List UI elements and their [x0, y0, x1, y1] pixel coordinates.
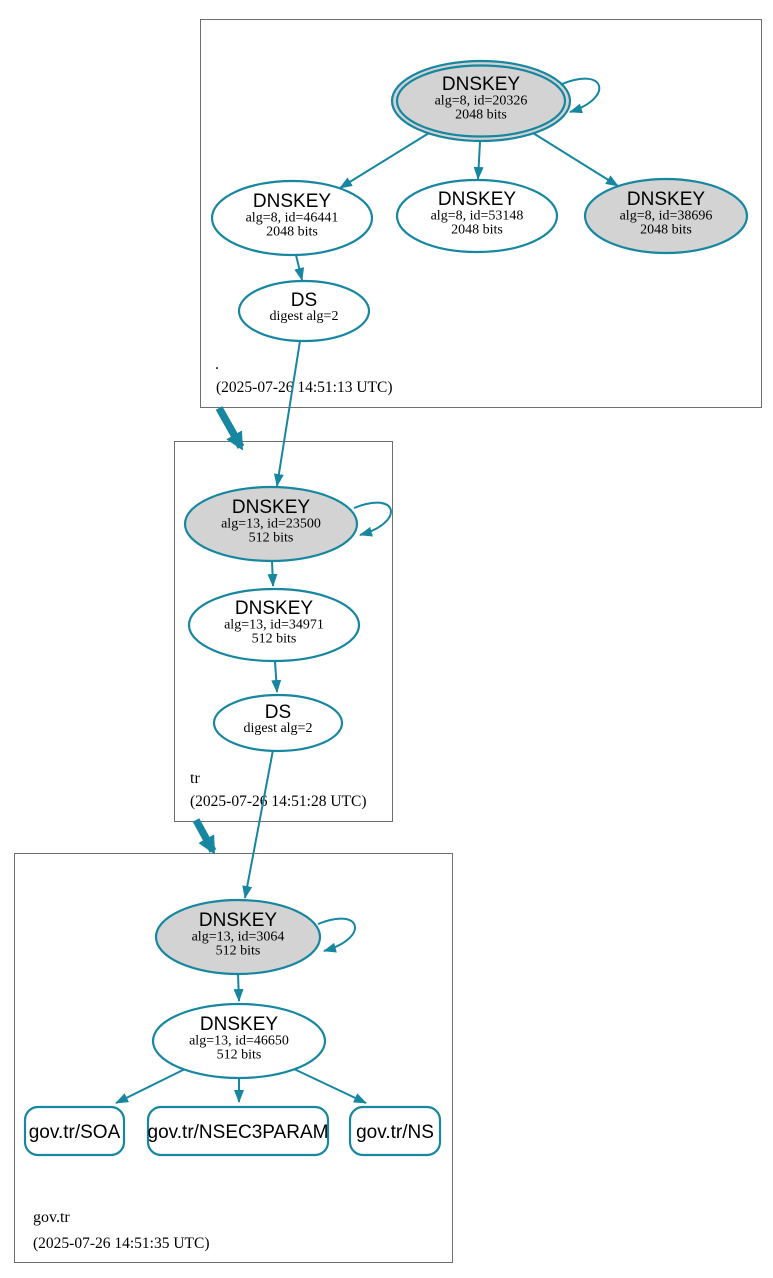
- rrset-ns-label: gov.tr/NS: [356, 1122, 434, 1143]
- rrset-nsec3param-box: [146, 1105, 330, 1157]
- node-root-ds-ellipse: [237, 279, 371, 343]
- rrset-nsec3param-label: gov.tr/NSEC3PARAM: [148, 1122, 329, 1143]
- node-title: DS: [265, 702, 291, 723]
- node-govtr-zsk-46650-ellipse: [151, 1002, 327, 1080]
- zone-box-govtr: gov.tr (2025-07-26 14:51:35 UTC) DNSKEY …: [14, 853, 453, 1263]
- node-bits: 512 bits: [249, 531, 294, 546]
- node-detail: alg=8, id=20326: [435, 94, 528, 109]
- ds-link-root-to-tr-ksk: [273, 340, 301, 487]
- edge-tr-ksk-to-zsk-34971: [267, 560, 278, 587]
- node-govtr-ksk-3064: DNSKEY alg=13, id=3064 512 bits: [154, 898, 322, 976]
- node-detail: digest alg=2: [270, 309, 339, 324]
- node-title: DNSKEY: [442, 74, 520, 95]
- node-title: DNSKEY: [200, 1014, 278, 1035]
- node-govtr-ksk-3064-ellipse: [154, 898, 322, 976]
- node-root-ksk-20326-outer-ellipse: [390, 59, 572, 143]
- node-root-zsk-46441: DNSKEY alg=8, id=46441 2048 bits: [210, 179, 374, 257]
- node-detail: alg=13, id=46650: [189, 1034, 289, 1049]
- edge-root-ksk-to-zsk-53148: [473, 141, 484, 180]
- node-bits: 2048 bits: [640, 223, 692, 238]
- edge-govtr-zsk-to-soa: [115, 1068, 186, 1104]
- self-loop-root-ksk-20326: [561, 77, 601, 114]
- zone-box-root: . (2025-07-26 14:51:13 UTC) DNSKEY alg=8…: [200, 19, 762, 408]
- zone-border-root: [200, 19, 762, 408]
- node-title: DNSKEY: [235, 598, 313, 619]
- node-root-ds: DS digest alg=2: [237, 279, 371, 343]
- zone-border-govtr: [14, 853, 453, 1263]
- zone-box-tr: tr (2025-07-26 14:51:28 UTC) DNSKEY alg=…: [174, 441, 393, 822]
- zone-label-root: .: [215, 356, 219, 373]
- node-detail: alg=8, id=38696: [620, 209, 713, 224]
- node-tr-ksk-23500-ellipse: [183, 485, 359, 563]
- zone-timestamp-root: (2025-07-26 14:51:13 UTC): [216, 379, 393, 396]
- node-bits: 512 bits: [216, 944, 261, 959]
- edge-root-ksk-to-ksk-38696: [532, 132, 619, 187]
- node-root-ksk-20326-inner-ellipse: [395, 64, 567, 138]
- edge-root-ksk-to-zsk-46441: [339, 132, 430, 189]
- node-root-zsk-46441-ellipse: [210, 179, 374, 257]
- node-govtr-zsk-46650: DNSKEY alg=13, id=46650 512 bits: [151, 1002, 327, 1080]
- rrset-soa-box: [23, 1105, 126, 1157]
- node-root-zsk-53148: DNSKEY alg=8, id=53148 2048 bits: [395, 178, 559, 254]
- edge-govtr-ksk-to-zsk-46650: [233, 973, 244, 1002]
- node-bits: 512 bits: [252, 632, 297, 647]
- node-title: DS: [291, 290, 317, 311]
- node-detail: alg=8, id=53148: [431, 209, 524, 224]
- zone-label-tr: tr: [190, 770, 200, 787]
- node-bits: 2048 bits: [451, 223, 503, 238]
- ds-link-tr-to-govtr-ksk: [242, 749, 274, 899]
- node-root-zsk-53148-ellipse: [395, 178, 559, 254]
- node-title: DNSKEY: [438, 189, 516, 210]
- node-govtr-rrset-soa: gov.tr/SOA: [23, 1105, 126, 1157]
- node-bits: 2048 bits: [455, 108, 507, 123]
- node-root-ksk-20326: DNSKEY alg=8, id=20326 2048 bits: [390, 59, 572, 143]
- rrset-soa-label: gov.tr/SOA: [29, 1122, 121, 1143]
- self-loop-govtr-ksk-3064: [317, 917, 356, 953]
- edge-govtr-zsk-to-ns: [293, 1068, 367, 1104]
- node-govtr-rrset-nsec3param: gov.tr/NSEC3PARAM: [146, 1105, 330, 1157]
- edge-root-zsk-46441-to-ds: [294, 254, 305, 281]
- delegation-arrow-root-to-tr: [215, 406, 245, 451]
- cross-zone-edges: [192, 340, 301, 899]
- node-detail: alg=13, id=23500: [221, 517, 321, 532]
- node-govtr-rrset-ns: gov.tr/NS: [348, 1105, 442, 1157]
- self-loop-tr-ksk-23500: [353, 501, 392, 537]
- node-tr-ds: DS digest alg=2: [212, 693, 344, 753]
- node-title: DNSKEY: [199, 910, 277, 931]
- node-detail: digest alg=2: [244, 721, 313, 736]
- node-title: DNSKEY: [253, 191, 331, 212]
- delegation-arrow-tr-to-govtr: [192, 818, 217, 855]
- zone-label-govtr: gov.tr: [33, 1209, 70, 1226]
- node-detail: alg=13, id=3064: [192, 930, 285, 945]
- node-tr-ds-ellipse: [212, 693, 344, 753]
- zone-timestamp-govtr: (2025-07-26 14:51:35 UTC): [33, 1235, 210, 1252]
- edge-tr-zsk-to-ds: [271, 660, 282, 693]
- node-root-ksk-38696-ellipse: [583, 177, 749, 255]
- node-detail: alg=13, id=34971: [224, 618, 324, 633]
- node-bits: 512 bits: [217, 1048, 262, 1063]
- node-title: DNSKEY: [627, 189, 705, 210]
- node-tr-zsk-34971: DNSKEY alg=13, id=34971 512 bits: [187, 587, 361, 663]
- node-tr-zsk-34971-ellipse: [187, 587, 361, 663]
- node-root-ksk-38696: DNSKEY alg=8, id=38696 2048 bits: [583, 177, 749, 255]
- node-bits: 2048 bits: [266, 225, 318, 240]
- node-detail: alg=8, id=46441: [246, 211, 339, 226]
- node-tr-ksk-23500: DNSKEY alg=13, id=23500 512 bits: [183, 485, 359, 563]
- node-title: DNSKEY: [232, 497, 310, 518]
- zone-timestamp-tr: (2025-07-26 14:51:28 UTC): [190, 793, 367, 810]
- rrset-ns-box: [348, 1105, 442, 1157]
